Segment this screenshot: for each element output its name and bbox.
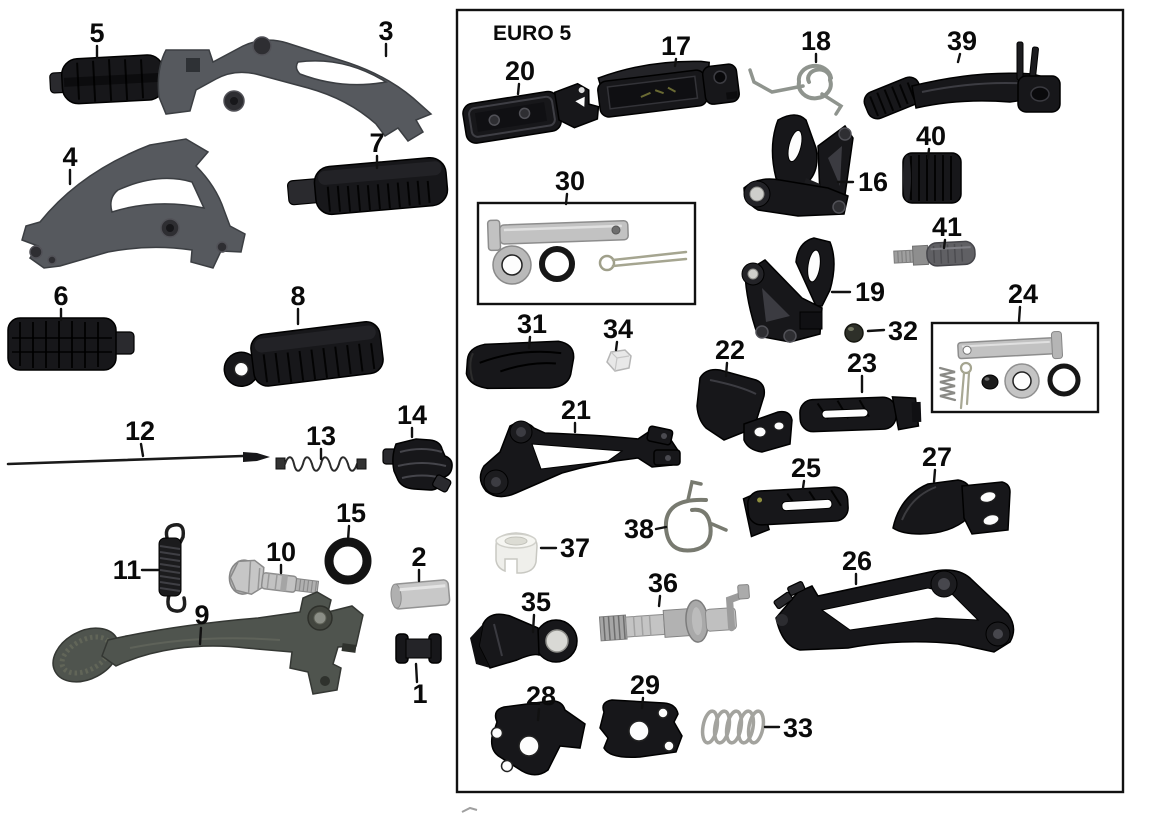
part-15-o-ring	[324, 537, 372, 585]
part-label-40: 40	[916, 121, 946, 151]
part-label-21: 21	[561, 395, 591, 425]
part-16-footrest-hanger	[743, 114, 854, 217]
part-label-2: 2	[411, 542, 426, 572]
euro5-group-box	[455, 8, 1125, 794]
part-label-7: 7	[369, 128, 384, 158]
part-label-24: 24	[1008, 279, 1038, 309]
part-label-9: 9	[194, 600, 209, 630]
part-label-14: 14	[397, 400, 427, 430]
part-39-gear-shift-lever	[863, 41, 1061, 120]
part-35-lever-arm	[470, 613, 578, 669]
part-24-kit-box	[930, 321, 1100, 414]
part-28-stopper-plate	[490, 700, 586, 776]
part-label-18: 18	[801, 26, 831, 56]
part-label-12: 12	[125, 416, 155, 446]
part-38-torsion-spring	[663, 479, 728, 553]
part-label-36: 36	[648, 568, 678, 598]
part-label-6: 6	[53, 281, 68, 311]
part-18-torsion-spring	[748, 63, 844, 116]
stray-mark	[461, 806, 478, 813]
part-17-rear-footrest	[597, 60, 740, 118]
part-23-front-footrest	[799, 396, 922, 433]
part-label-22: 22	[715, 335, 745, 365]
part-21-footrest-bracket	[479, 420, 681, 498]
part-27-heel-guard	[892, 479, 1011, 535]
part-label-25: 25	[791, 453, 821, 483]
part-32-cap-ball	[844, 323, 864, 343]
part-30-kit-box	[476, 201, 697, 306]
part-10-flange-bolt	[228, 559, 320, 596]
part-label-31: 31	[517, 309, 547, 339]
part-37-plastic-bushing	[495, 532, 538, 574]
part-36-gear-shift-spindle	[598, 584, 750, 643]
part-2-spacer-sleeve	[390, 579, 451, 610]
part-label-8: 8	[290, 281, 305, 311]
part-8-footpeg-rubber	[223, 321, 384, 388]
part-label-10: 10	[266, 537, 296, 567]
part-label-26: 26	[842, 546, 872, 576]
euro5-label: EURO 5	[493, 22, 572, 45]
part-label-37: 37	[560, 533, 590, 563]
part-19-footrest-hanger	[741, 237, 835, 343]
part-label-4: 4	[62, 142, 77, 172]
part-label-20: 20	[505, 56, 535, 86]
part-11-return-spring	[158, 523, 187, 613]
part-label-5: 5	[89, 18, 104, 48]
part-label-3: 3	[378, 16, 393, 46]
part-30-clevis-pin-kit	[486, 219, 688, 285]
leader-lines	[59, 42, 1022, 729]
part-label-33: 33	[783, 713, 813, 743]
part-34-plastic-clip	[606, 349, 632, 372]
part-1-rubber-bushing	[395, 633, 442, 664]
part-33-compression-spring	[700, 709, 766, 745]
part-label-17: 17	[661, 31, 691, 61]
part-label-30: 30	[555, 166, 585, 196]
part-label-41: 41	[932, 212, 962, 242]
part-3-footrest-bracket	[157, 36, 433, 142]
part-label-16: 16	[858, 167, 888, 197]
part-13-rod-spring	[275, 456, 367, 472]
part-5-footpeg-rubber	[49, 54, 166, 105]
part-41-pivot-pin	[893, 240, 976, 267]
part-31-pedal-rubber	[465, 340, 575, 390]
part-label-32: 32	[888, 316, 918, 346]
part-label-13: 13	[306, 421, 336, 451]
part-20-rear-footrest	[462, 82, 600, 144]
part-label-38: 38	[624, 514, 654, 544]
part-label-11: 11	[113, 555, 142, 585]
part-14-rubber-boot	[382, 438, 453, 493]
part-label-29: 29	[630, 670, 660, 700]
part-29-stopper-plate	[599, 699, 683, 759]
part-40-rubber-sleeve	[902, 152, 962, 204]
part-label-35: 35	[521, 587, 551, 617]
part-7-footpeg-rubber	[286, 156, 449, 216]
part-24-pin-kit	[938, 330, 1081, 410]
part-label-39: 39	[947, 26, 977, 56]
part-22-guard-piece	[696, 368, 793, 453]
part-label-34: 34	[603, 314, 633, 344]
part-label-28: 28	[526, 681, 556, 711]
part-6-footpeg-rubber	[7, 317, 135, 371]
part-label-15: 15	[336, 498, 366, 528]
part-4-footrest-bracket	[21, 138, 246, 269]
part-label-23: 23	[847, 348, 877, 378]
part-9-brake-pedal	[52, 591, 364, 695]
part-label-19: 19	[855, 277, 885, 307]
part-label-27: 27	[922, 442, 952, 472]
part-label-1: 1	[412, 679, 427, 709]
part-26-footrest-bracket	[773, 569, 1015, 653]
part-25-front-footrest	[742, 486, 849, 538]
part-12-brake-rod	[6, 452, 270, 466]
